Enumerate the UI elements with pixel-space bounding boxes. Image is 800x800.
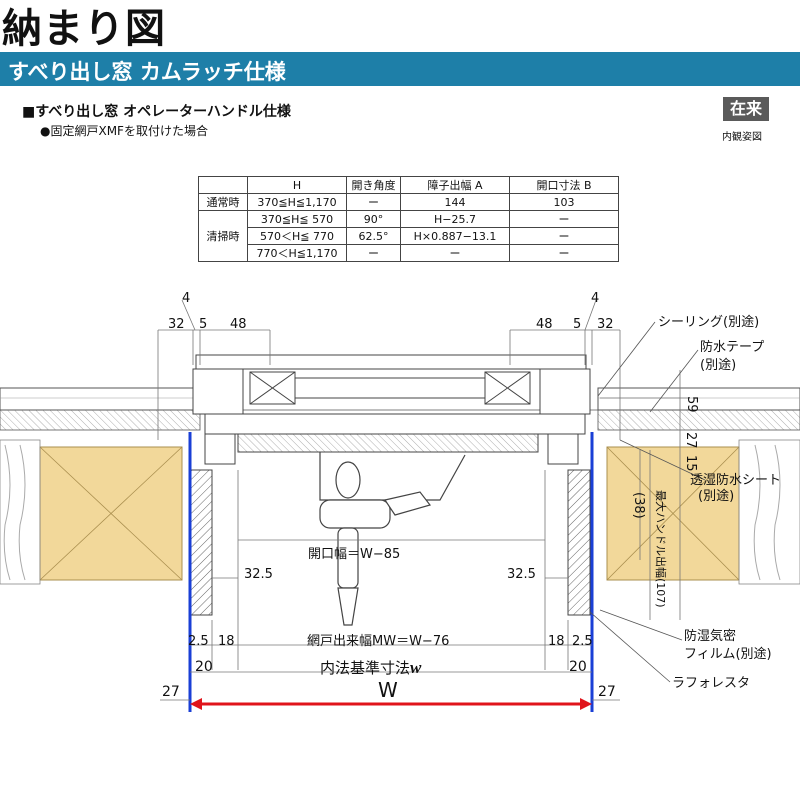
callout-waterproof-tape: 防水テープ <box>700 339 764 355</box>
callout-leaders <box>589 321 706 683</box>
dim-2-5-right: 2.5 <box>572 634 593 649</box>
banner-title: すべり出し窓 カムラッチ仕様 <box>8 60 286 84</box>
section-note: ●固定網戸XMFを取付けた場合 <box>40 124 208 138</box>
exterior-siding <box>0 387 800 431</box>
window-frame <box>192 354 591 465</box>
dim-32-left: 32 <box>168 317 185 332</box>
dimension-labels: 4 32 5 48 48 5 32 4 59 27 15 (38) 最大ハンドル… <box>162 291 699 702</box>
dim-screen-width: 網戸出来幅MW＝W−76 <box>307 634 449 649</box>
dim-27-vertical: 27 <box>683 432 698 449</box>
dim-4-right: 4 <box>591 291 599 306</box>
insulation <box>0 439 800 585</box>
dim-opening-width: 開口幅＝W−85 <box>308 547 400 562</box>
zairai-badge: 在来 <box>723 97 769 121</box>
cell-a: H−25.7 <box>400 210 510 228</box>
dim-4-left: 4 <box>182 291 190 306</box>
dim-max-handle: 最大ハンドル出幅(107) <box>654 490 668 608</box>
page-title: 納まり図 <box>2 6 166 52</box>
wood-stud-left <box>39 446 183 581</box>
interior-trim-right <box>567 469 591 616</box>
cell-angle: 62.5° <box>346 227 401 245</box>
cell-b: ー <box>509 244 619 262</box>
dim-inner-standard: 内法基準寸法w <box>320 658 422 677</box>
w-arrow <box>190 698 592 710</box>
table-header-cell: 開口寸法 B <box>509 176 619 194</box>
dimension-lines <box>157 299 690 701</box>
dim-20-right: 20 <box>569 659 587 675</box>
dim-48-right: 48 <box>536 317 553 332</box>
row-label: 通常時 <box>198 193 248 211</box>
dim-48-left: 48 <box>230 317 247 332</box>
dim-18-right: 18 <box>548 634 565 649</box>
wood-stud-right <box>606 446 740 581</box>
dim-5-right: 5 <box>573 317 581 332</box>
cell-b: 103 <box>509 193 619 211</box>
dim-W: W <box>378 678 398 702</box>
callout-sealing: シーリング(別途) <box>658 314 759 330</box>
dim-5-left: 5 <box>199 317 207 332</box>
cell-h: 370≦H≦ 570 <box>247 210 347 228</box>
operator-handle <box>319 452 466 626</box>
dim-32-5-left: 32.5 <box>244 567 273 582</box>
dim-59: 59 <box>684 396 699 413</box>
table-row: 570＜H≦ 770 62.5° H×0.887−13.1 ー <box>199 227 619 245</box>
dim-2-5-left: 2.5 <box>188 634 209 649</box>
callout-lath: ラフォレスタ <box>672 676 750 691</box>
cell-h: 370≦H≦1,170 <box>247 193 347 211</box>
cell-angle: ー <box>346 244 401 262</box>
interior-trim-left <box>189 469 213 616</box>
cell-a: H×0.887−13.1 <box>400 227 510 245</box>
callout-moisture-sheet-note: (別途) <box>698 488 734 504</box>
section-banner: すべり出し窓 カムラッチ仕様 <box>0 52 800 86</box>
callout-vapor-film: 防湿気密 <box>684 628 736 644</box>
dim-27-bottom-right: 27 <box>598 684 616 700</box>
spec-table: H 開き角度 障子出幅 A 開口寸法 B 通常時 370≦H≦1,170 ー 1… <box>198 176 619 262</box>
dim-27-left: 27 <box>162 684 180 700</box>
dim-20-left: 20 <box>195 659 213 675</box>
inner-standard-label: 内法基準寸法 <box>320 659 410 677</box>
section-title: ■すべり出し窓 オペレーターハンドル仕様 <box>22 104 291 120</box>
callout-moisture-sheet: 透湿防水シート <box>690 472 781 488</box>
dim-38: (38) <box>631 492 646 519</box>
dim-32-5-right: 32.5 <box>507 567 536 582</box>
dim-32-right: 32 <box>597 317 614 332</box>
inner-standard-symbol: w <box>410 658 422 677</box>
dim-15: 15 <box>683 455 698 472</box>
callout-waterproof-tape-note: (別途) <box>700 357 736 373</box>
badge-subtitle: 内観姿図 <box>722 132 762 143</box>
table-row: 770＜H≦1,170 ー ー ー <box>199 244 619 262</box>
dim-18-left: 18 <box>218 634 235 649</box>
cell-h: 770＜H≦1,170 <box>247 244 347 262</box>
callout-labels: シーリング(別途) 防水テープ (別途) 透湿防水シート (別途) 防湿気密 フ… <box>658 314 781 691</box>
table-row: 通常時 370≦H≦1,170 ー 144 103 <box>198 193 619 211</box>
callout-vapor-film-note: フィルム(別途) <box>684 646 772 662</box>
